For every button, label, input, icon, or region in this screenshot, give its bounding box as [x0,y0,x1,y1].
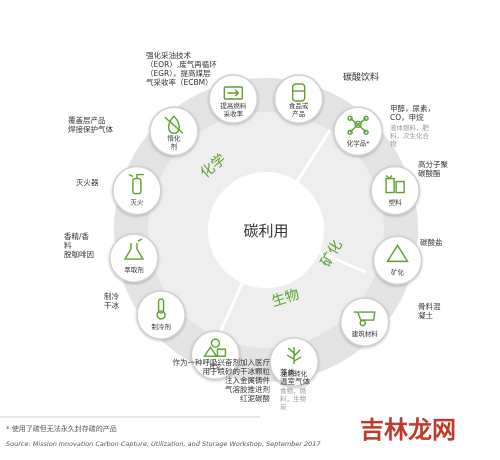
carbon-utilization-diagram: 化学 矿化 生物 碳利用 提高燃料采收率食品或产品化学品*塑料矿化建筑材料生物转… [109,74,423,387]
label-methanol: 甲醇，尿素， CO，甲烷 [390,104,435,122]
label-polymer: 高分子聚 碳酸酯 [418,160,448,178]
plastic-icon [385,175,405,194]
label-cool: 制冷 干冰 [104,292,119,310]
node-label-bio: 生物转化 [281,369,308,378]
thermometer-icon [156,298,166,320]
triangle-icon [386,244,409,263]
extinguisher-icon [128,173,144,195]
node-label-food: 食品或产品 [289,101,309,118]
algae-icon [286,347,302,365]
node-label-chem: 化学品* [347,138,371,147]
no-fire-icon [164,115,184,134]
node-label-other: 其它 [209,362,222,371]
label-algae-sub: 食物，燃 料，生物 炭 [280,387,306,411]
label-welding: 覆盖层产品 焊接保护气体 [68,116,113,134]
node-fire: 灭火 [112,165,162,216]
flask-icon [123,238,145,260]
node-label-extract: 萃取剂 [124,265,144,274]
source-credit: Source: Mission Innovation Carbon Captur… [6,440,321,448]
node-plastic: 塑料 [370,165,420,216]
node-other: 其它 [190,330,241,380]
label-concrete: 骨料混 凝土 [418,302,441,320]
footnote: * 使用了碳但无法永久封存碳的产品 [6,425,117,433]
node-building: 建筑材料 [339,297,390,347]
label-spice: 香精/香 料 脱咖啡因 [64,232,94,259]
wheelbarrow-icon [353,311,376,327]
oil-pump-icon [223,86,244,100]
bottle-icon [291,83,306,102]
node-label-fuel: 提高燃料采收率 [220,101,247,118]
node-mineral: 矿化 [372,235,423,286]
node-label-cool: 制冷剂 [151,322,171,331]
node-food: 食品或产品 [273,74,324,124]
label-algae: 藻类 温室气体 [280,368,310,386]
label-beverage: 碳酸饮料 [343,73,380,83]
node-label-building: 建筑材料 [352,329,379,338]
node-label-plastic: 塑料 [389,198,403,207]
label-methanol-sub: 液体燃料，肥 料，次生化合 物 [390,124,429,148]
node-cool: 制冷剂 [136,290,186,340]
node-label-inert: 惰化剂 [167,133,181,150]
node-chem: 化学品* [333,106,383,157]
node-label-mineral: 矿化 [391,267,405,276]
node-extract: 萃取剂 [109,233,159,283]
label-eor: 强化采油技术 （EOR）,废气再循环 （EGR），提高煤层 气采收率（ECBM） [146,51,217,87]
node-label-fire: 灭火 [130,199,144,207]
center-title: 碳利用 [243,222,288,240]
node-bio: 生物转化 [269,337,319,387]
label-other-uses: 作为一种呼吸兴奋剂加入医疗 用于喷砂的干冰颗粒 注入金属铸件 气溶胶推进剂 红泥… [172,358,271,403]
footer-separator [0,416,260,418]
node-inert: 惰化剂 [149,106,199,157]
shapes-icon [203,338,227,357]
watermark-logo: 吉林龙网 [360,416,456,444]
node-fuel: 提高燃料采收率 [208,74,259,124]
label-carbonate: 碳酸盐 [420,238,443,247]
label-fire-ext: 灭火器 [76,178,99,187]
molecule-icon [347,115,369,135]
